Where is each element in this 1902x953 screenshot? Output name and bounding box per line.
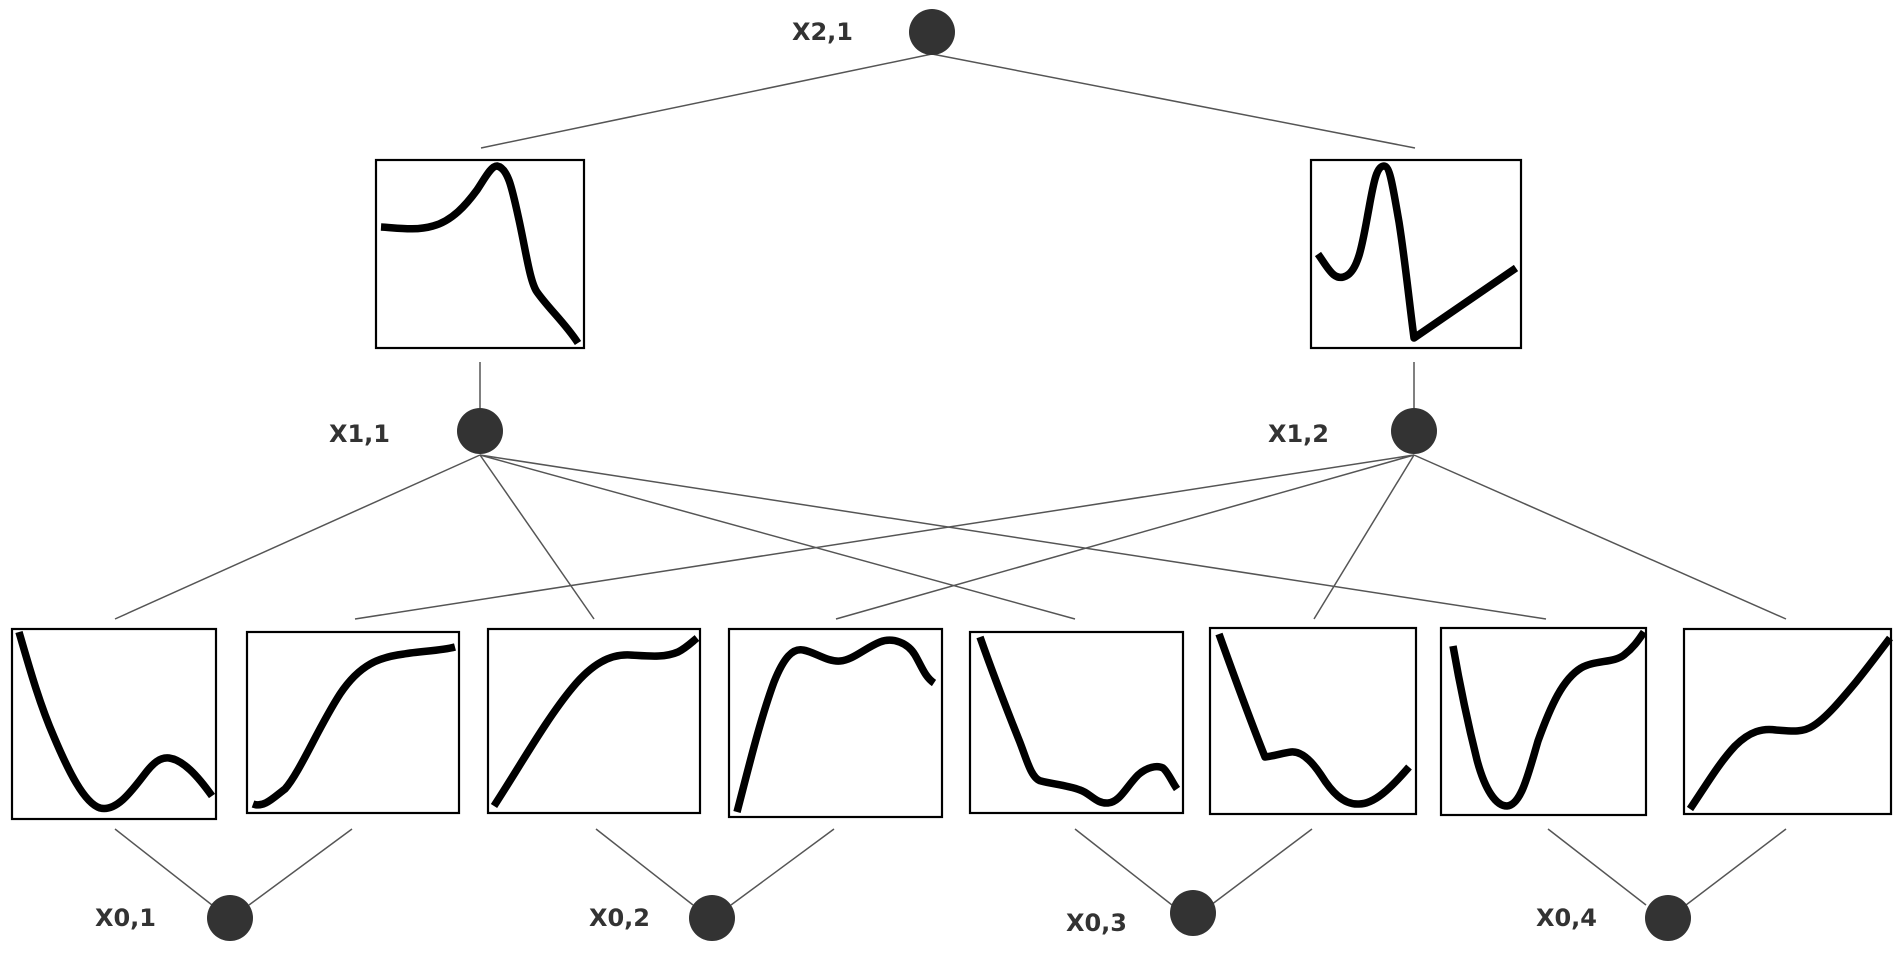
edge-x1_1-p7 [479,454,1547,620]
function-panel-7 [1439,626,1648,817]
function-curve [1686,635,1893,812]
function-panel-2 [245,630,461,815]
edge-x1_2-p2 [354,454,1415,620]
function-curve [1449,629,1648,810]
function-panel-3 [486,627,702,815]
edge-x1_2-p4 [835,454,1415,620]
function-curve [733,636,937,813]
edge-x1_2-p8 [1413,454,1787,620]
panel-frame [968,630,1185,815]
function-panel-1 [10,627,218,821]
node-label-x1_1: X1,1 [329,420,390,448]
panel-frame [10,627,218,821]
edge-p2-x0_1 [248,828,353,906]
function-panel-8 [1682,627,1893,816]
node-label-x1_2: X1,2 [1268,420,1329,448]
panel-frame [1682,627,1893,816]
node-label-x0_2: X0,2 [589,904,650,932]
edge-p3-x0_2 [595,828,694,906]
node-x2_1: X2,1 [792,9,955,55]
function-panel-5 [968,630,1185,815]
function-curve [1215,632,1412,808]
node-label-x0_3: X0,3 [1066,909,1127,937]
edge-p8-x0_4 [1685,828,1787,906]
function-panel-right [1309,158,1523,350]
node-label-x0_4: X0,4 [1536,904,1597,932]
node-x0_1: X0,1 [95,895,253,941]
edge-x2_1-panel-right [931,53,1416,149]
node-dot [909,9,955,55]
edge-x2_1-panel-left [480,53,933,149]
function-curve [251,643,456,809]
node-x0_2: X0,2 [589,895,735,941]
function-panel-6 [1208,626,1418,816]
edge-x1_1-p5 [479,454,1076,620]
edges-cross [114,454,1787,620]
panel-frame [486,627,702,815]
edge-p6-x0_3 [1210,828,1313,906]
function-panel-left [374,158,586,350]
edge-p5-x0_3 [1074,828,1173,906]
node-dot [457,408,503,454]
edges-top [480,53,1416,149]
function-curve [15,630,216,813]
edge-x1_2-p6 [1313,454,1415,620]
node-dot [207,895,253,941]
node-x0_3: X0,3 [1066,890,1216,937]
edge-p1-x0_1 [114,828,213,906]
node-dot [1391,408,1437,454]
node-label-x0_1: X0,1 [95,904,156,932]
panel-frame [1208,626,1418,816]
node-label-x2_1: X2,1 [792,18,853,46]
edge-p4-x0_2 [730,828,835,906]
panel-frame [245,630,461,815]
edges-bottom [114,828,1787,906]
node-dot [1645,895,1691,941]
edge-x1_1-p3 [479,454,595,620]
node-x0_4: X0,4 [1536,895,1691,941]
node-dot [689,895,735,941]
function-curve [1314,162,1519,342]
function-curve [490,635,700,809]
edge-x1_1-p1 [114,454,481,620]
node-x1_1: X1,1 [329,408,503,454]
edges-mid [479,362,1415,408]
node-x1_2: X1,2 [1268,408,1437,454]
function-curve [976,635,1181,807]
panel-frame [1309,158,1523,350]
function-curve [380,162,582,346]
edge-p7-x0_4 [1547,828,1647,906]
function-panel-4 [727,627,944,819]
node-dot [1170,890,1216,936]
